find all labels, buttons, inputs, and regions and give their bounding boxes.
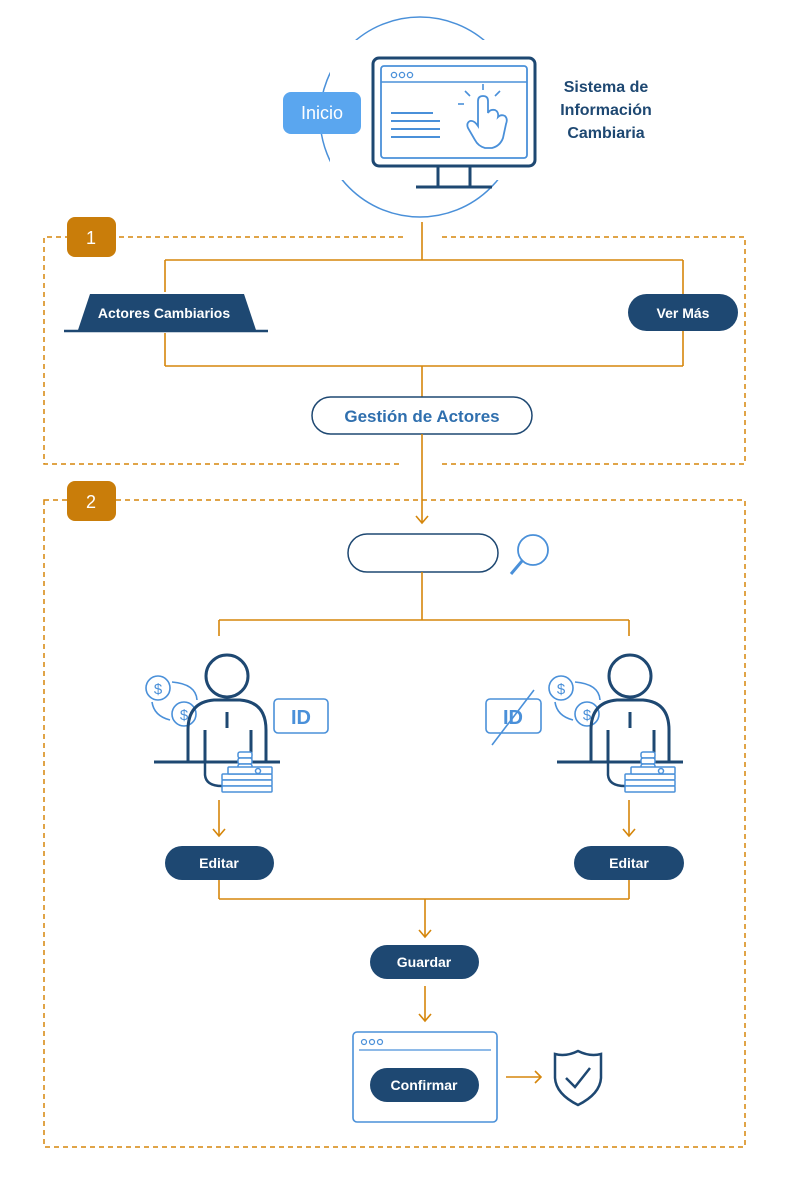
left-id-tag: ID xyxy=(273,698,329,734)
dollar-coins-icon: $ $ xyxy=(145,675,198,727)
right-edit-label: Editar xyxy=(609,855,649,871)
magnifier-icon[interactable] xyxy=(509,534,549,575)
actores-cambiarios-tab[interactable]: Actores Cambiarios xyxy=(64,294,268,333)
step-2-badge: 2 xyxy=(67,481,116,521)
search-field[interactable] xyxy=(347,533,499,573)
save-to-confirm-arrow xyxy=(418,986,432,1023)
svg-text:$: $ xyxy=(583,707,592,724)
svg-text:$: $ xyxy=(180,707,189,724)
system-title: Sistema de Información Cambiaria xyxy=(560,79,652,142)
monitor-click-icon xyxy=(371,56,537,189)
step-1-badge: 1 xyxy=(67,217,116,257)
start-section: Inicio Sistema de Información Cambiaria xyxy=(283,16,652,218)
left-edit-button[interactable]: Editar xyxy=(165,846,274,880)
right-edit-button[interactable]: Editar xyxy=(574,846,684,880)
right-id-tag: ID xyxy=(485,689,542,746)
left-id-text: ID xyxy=(291,707,311,729)
id-crossed-out-line xyxy=(491,689,535,746)
left-edit-label: Editar xyxy=(199,855,239,871)
step-1-number: 1 xyxy=(86,228,96,248)
save-label: Guardar xyxy=(397,954,452,970)
confirm-label: Confirmar xyxy=(391,1077,458,1093)
right-actor-icon: $ $ xyxy=(548,653,683,793)
system-title-line-2: Información xyxy=(560,102,652,119)
ver-mas-label: Ver Más xyxy=(657,305,710,321)
confirm-to-shield-arrow xyxy=(506,1070,543,1084)
svg-text:$: $ xyxy=(154,681,163,698)
search-connectors xyxy=(218,572,630,636)
dollar-coins-icon: $ $ xyxy=(548,675,601,727)
step-2-frame: 2 xyxy=(43,481,746,1148)
step-1-to-2-arrow xyxy=(415,434,429,525)
money-stack-icon xyxy=(221,751,273,793)
ver-mas-button[interactable]: Ver Más xyxy=(628,294,738,331)
left-actor-icon: $ $ xyxy=(145,653,280,793)
actor-to-edit-arrows xyxy=(212,800,636,838)
confirm-button[interactable]: Confirmar xyxy=(370,1068,479,1102)
start-label: Inicio xyxy=(301,103,343,123)
svg-text:$: $ xyxy=(557,681,566,698)
step-2-number: 2 xyxy=(86,492,96,512)
system-title-line-1: Sistema de xyxy=(564,79,649,96)
actores-cambiarios-label: Actores Cambiarios xyxy=(98,305,230,321)
money-stack-icon xyxy=(624,751,676,793)
edit-merge-connectors xyxy=(218,880,630,939)
save-button[interactable]: Guardar xyxy=(370,945,479,979)
start-button[interactable]: Inicio xyxy=(283,92,361,134)
shield-check-icon xyxy=(553,1049,603,1107)
gestion-actores-button[interactable]: Gestión de Actores xyxy=(311,396,533,435)
system-title-line-3: Cambiaria xyxy=(567,125,644,142)
step-1-connectors xyxy=(164,222,684,397)
gestion-actores-label: Gestión de Actores xyxy=(344,407,499,426)
step-1-frame: 1 xyxy=(43,217,746,465)
